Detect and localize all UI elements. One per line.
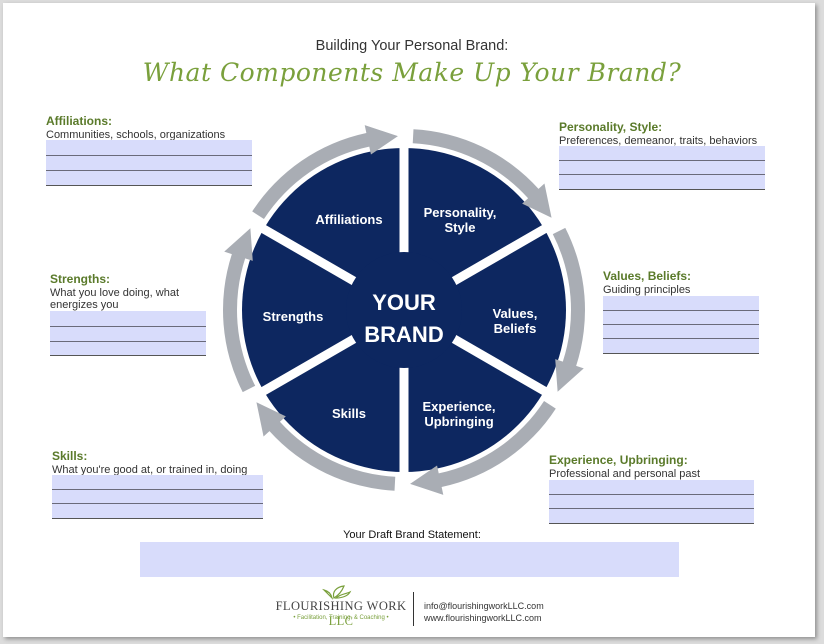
logo-llc-text: LLC <box>328 614 354 628</box>
contact-email[interactable]: info@flourishingworkLLC.com <box>424 601 544 611</box>
center-text-brand: BRAND <box>364 322 443 347</box>
contact-website[interactable]: www.flourishingworkLLC.com <box>424 613 542 623</box>
affiliations-heading: Affiliations: <box>46 114 112 128</box>
cycle-arrow-4 <box>256 402 396 491</box>
experience-block: Experience, Upbringing: Professional and… <box>549 453 700 480</box>
company-logo: FLOURISHING WORK LLC • Facilitation, Tra… <box>272 584 410 630</box>
leaf-icon <box>322 585 352 600</box>
segment-label-3-line2: Beliefs <box>494 321 537 336</box>
values-description: Guiding principles <box>603 284 691 296</box>
values-input[interactable] <box>603 296 759 354</box>
skills-block: Skills: What you're good at, or trained … <box>52 449 247 476</box>
skills-description: What you're good at, or trained in, doin… <box>52 464 248 476</box>
personality-heading: Personality, Style: <box>559 120 663 134</box>
segment-label-5: Skills <box>332 406 366 421</box>
segment-label-6: Strengths <box>263 309 324 324</box>
personality-description: Preferences, demeanor, traits, behaviors <box>559 135 758 147</box>
strengths-heading: Strengths: <box>50 272 110 286</box>
logo-name-text: FLOURISHING WORK <box>275 599 407 613</box>
logo-tagline: • Facilitation, Training, & Coaching • <box>293 615 389 621</box>
segment-label-4-line2: Upbringing <box>424 414 493 429</box>
experience-heading: Experience, Upbringing: <box>549 453 688 467</box>
strengths-input[interactable] <box>50 311 206 356</box>
cycle-arrow-6 <box>252 125 398 220</box>
segment-label-2-line2: Style <box>444 220 475 235</box>
segment-label-2-line1: Personality, <box>424 205 497 220</box>
skills-heading: Skills: <box>52 449 88 463</box>
skills-input[interactable] <box>52 475 263 519</box>
page-title: Building Your Personal Brand: <box>315 38 509 54</box>
page-subtitle: What Components Make Up Your Brand? <box>142 58 682 87</box>
segment-label-3-line1: Values, <box>493 306 538 321</box>
strengths-description: What you love doing, what energizes you <box>50 287 180 311</box>
wheel-graphics: YOUR BRAND Affiliations Personality,StyleVa… <box>223 125 585 495</box>
personality-input[interactable] <box>559 146 765 190</box>
personality-block: Personality, Style: Preferences, demeano… <box>559 120 757 147</box>
logo-wordmark: FLOURISHING WORK LLC <box>272 599 410 629</box>
segment-divider-6 <box>241 213 360 287</box>
affiliations-block: Affiliations: Communities, schools, orga… <box>46 114 225 141</box>
strengths-block: Strengths: What you love doing, what ene… <box>50 272 210 311</box>
segment-divider-2 <box>448 213 567 287</box>
wheel-center <box>346 252 462 368</box>
cycle-arrow-2 <box>552 227 585 392</box>
contact-info: info@flourishingworkLLC.com www.flourish… <box>424 600 544 624</box>
footer-divider <box>413 592 414 626</box>
segment-divider-5 <box>241 333 360 407</box>
segment-label-1: Affiliations <box>315 212 382 227</box>
brand-statement-input[interactable] <box>140 542 679 577</box>
cycle-arrow-3 <box>410 400 556 495</box>
values-block: Values, Beliefs: Guiding principles <box>603 269 691 296</box>
cycle-arrow-5 <box>223 228 256 393</box>
experience-description: Professional and personal past <box>549 468 701 480</box>
affiliations-description: Communities, schools, organizations <box>46 129 226 141</box>
affiliations-input[interactable] <box>46 140 252 186</box>
experience-input[interactable] <box>549 480 754 524</box>
segment-divider-3 <box>448 333 567 407</box>
center-text-your: YOUR <box>372 290 436 315</box>
values-heading: Values, Beliefs: <box>603 269 692 283</box>
segment-label-4-line1: Experience, <box>423 399 496 414</box>
brand-statement-label: Your Draft Brand Statement: <box>343 529 481 541</box>
cycle-arrow-1 <box>412 129 552 218</box>
